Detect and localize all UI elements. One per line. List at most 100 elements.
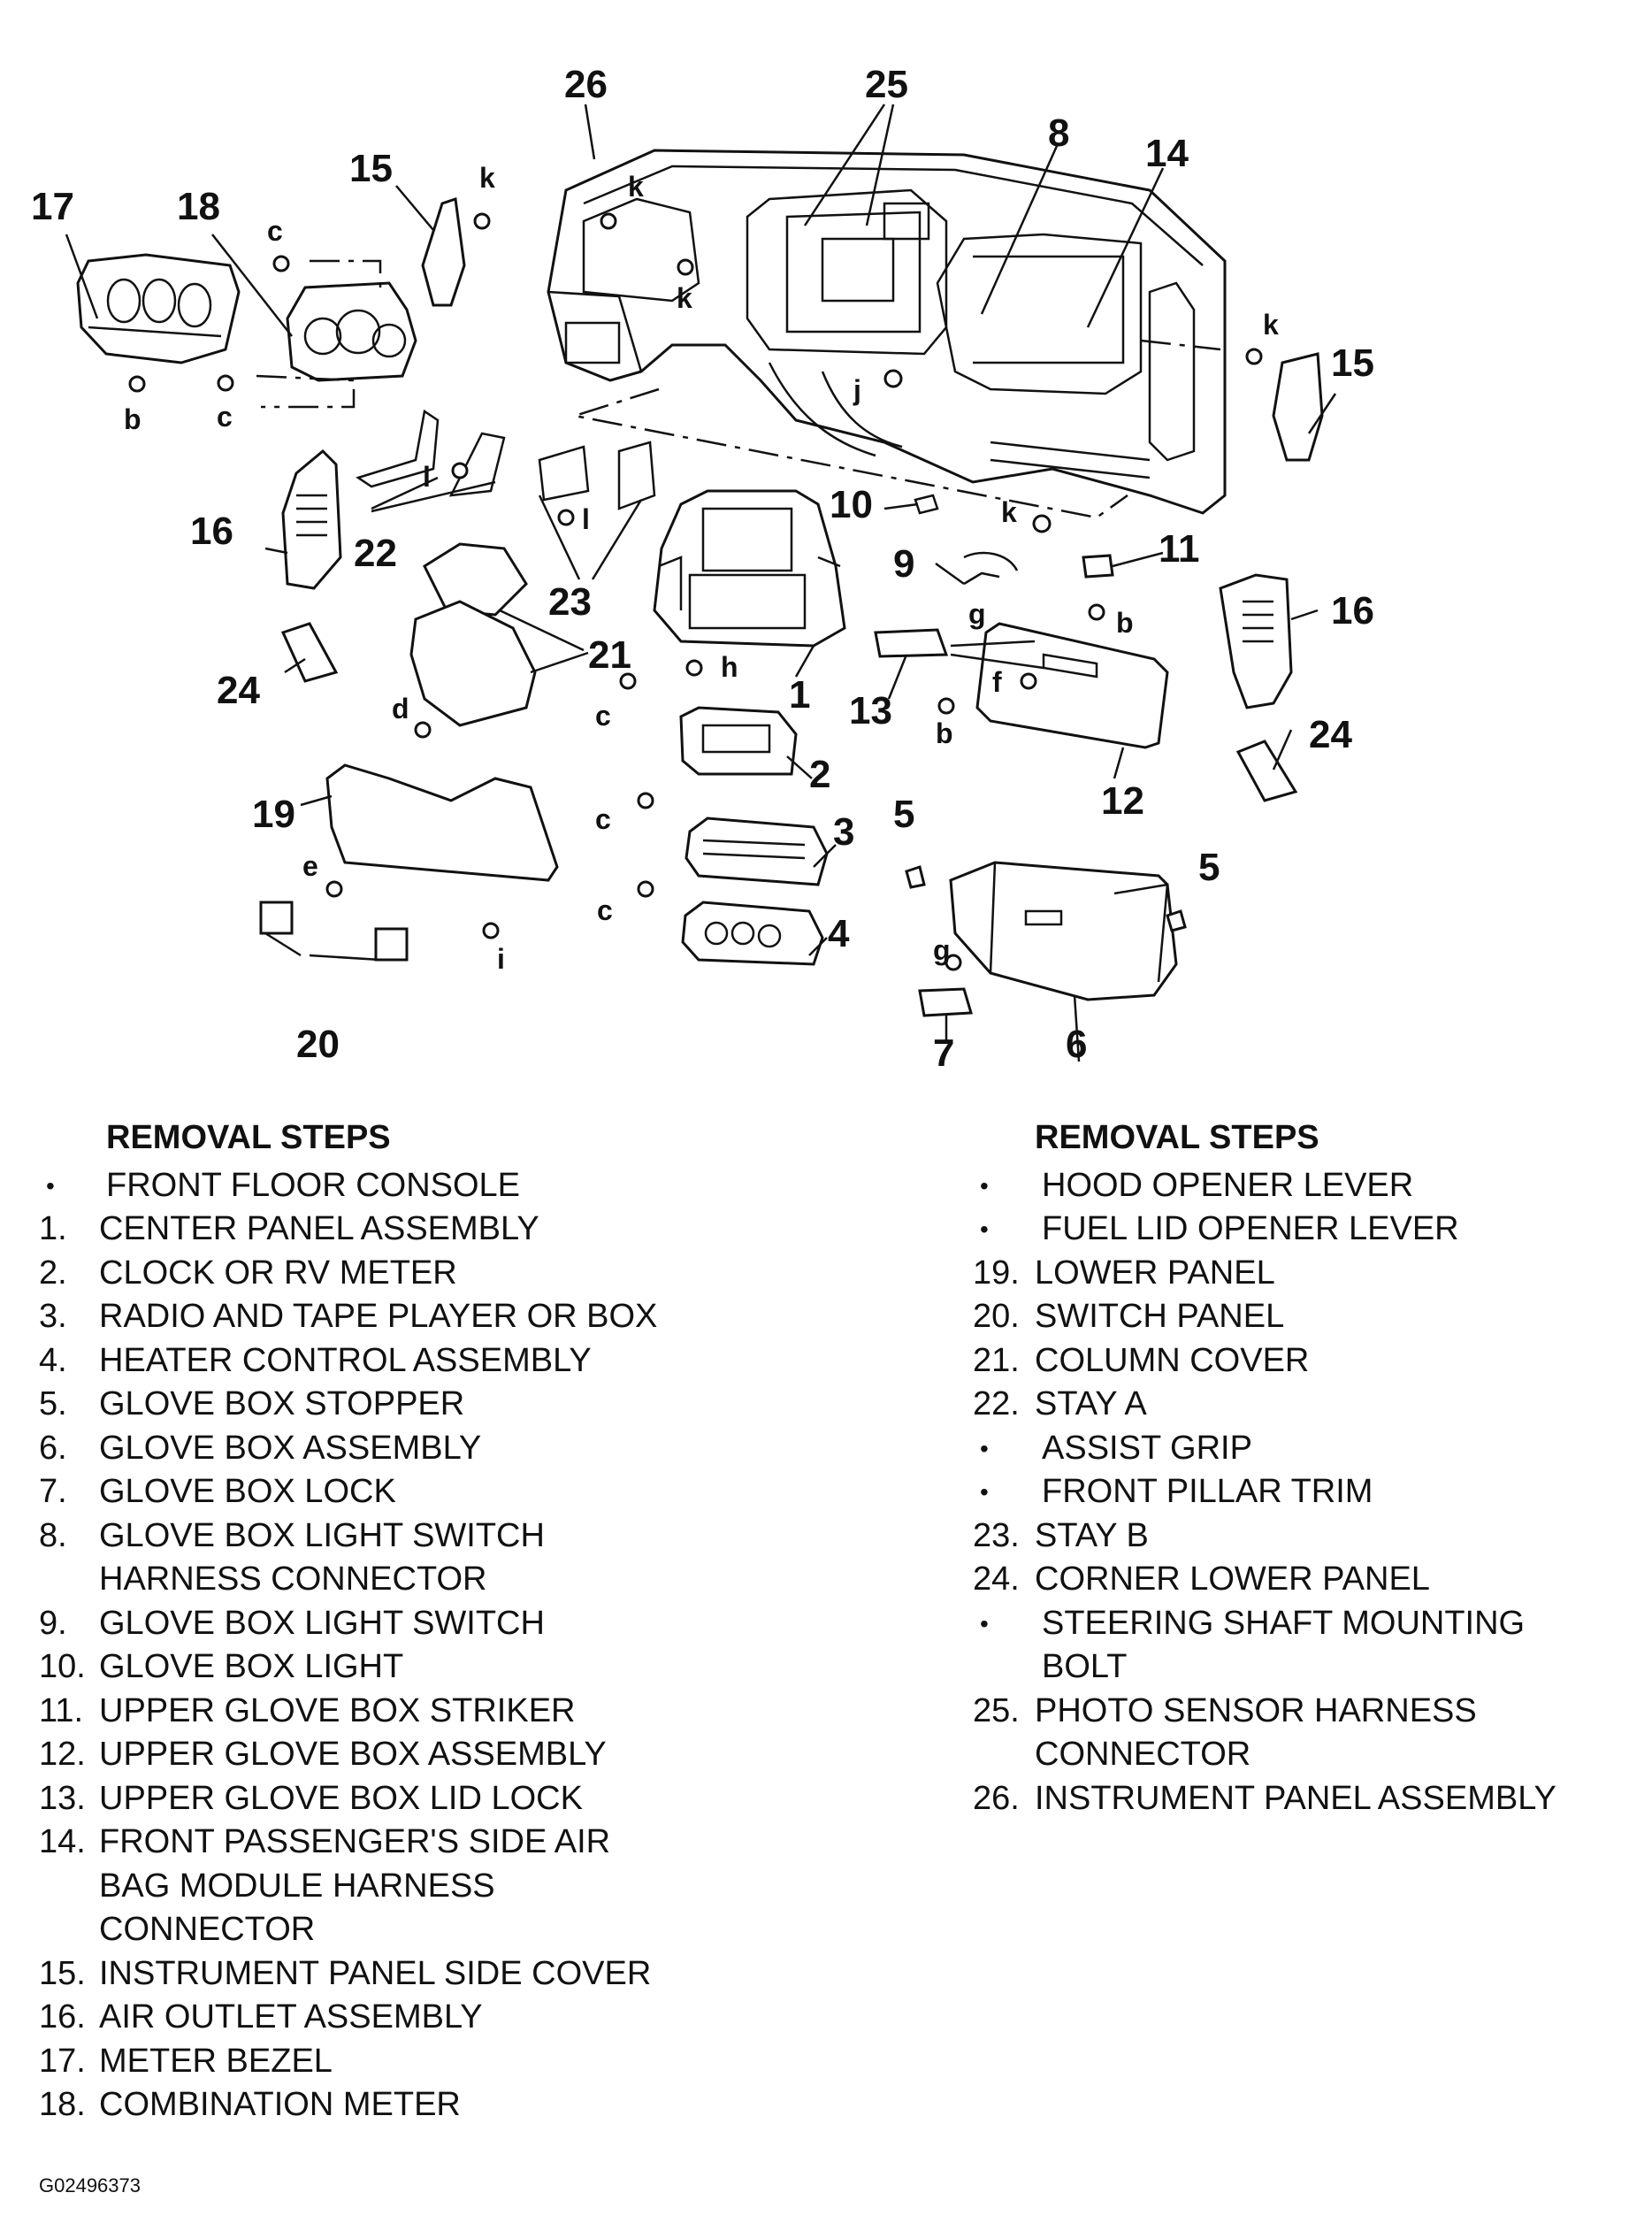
- step-marker: 16.: [39, 1998, 86, 2036]
- removal-step: 7.GLOVE BOX LOCK: [39, 1470, 764, 1514]
- removal-step: 24.CORNER LOWER PANEL: [973, 1558, 1645, 1602]
- step-marker: 15.: [39, 1954, 86, 1992]
- callout-3: 3: [833, 810, 854, 854]
- callout-c-4: c: [595, 803, 611, 835]
- step-text: INSTRUMENT PANEL ASSEMBLY: [1035, 1779, 1556, 1817]
- callout-d: d: [392, 693, 409, 724]
- column-cover-drawing: [409, 542, 537, 727]
- step-marker: 23.: [973, 1516, 1020, 1554]
- callout-8: 8: [1048, 111, 1069, 155]
- step-marker: 22.: [973, 1385, 1020, 1422]
- removal-steps-heading: REMOVAL STEPS: [106, 1119, 391, 1156]
- callout-i: i: [497, 943, 505, 975]
- callout-20: 20: [296, 1023, 340, 1066]
- callout-k-2: k: [628, 171, 644, 203]
- upper-glove-box-striker-drawing: [1082, 554, 1114, 579]
- side-cover-right-drawing: [1272, 352, 1324, 462]
- heater-control-drawing: [681, 901, 824, 966]
- step-marker: 26.: [973, 1779, 1020, 1817]
- step-text: CORNER LOWER PANEL: [1035, 1560, 1430, 1598]
- removal-step: 2.CLOCK OR RV METER: [39, 1252, 764, 1296]
- step-marker: •: [980, 1478, 989, 1506]
- removal-step: 15.INSTRUMENT PANEL SIDE COVER: [39, 1952, 764, 1997]
- removal-step: 5. GLOVE BOX STOPPER: [39, 1383, 764, 1427]
- step-marker: 20.: [973, 1298, 1020, 1335]
- removal-step: 10.GLOVE BOX LIGHT: [39, 1645, 764, 1690]
- step-marker: 10.: [39, 1648, 86, 1685]
- removal-step: 3.RADIO AND TAPE PLAYER OR BOX: [39, 1295, 764, 1339]
- callout-f: f: [992, 666, 1002, 698]
- step-text: GLOVE BOX ASSEMBLY: [99, 1429, 482, 1467]
- removal-step: 19.LOWER PANEL: [973, 1252, 1645, 1296]
- step-text: CENTER PANEL ASSEMBLY: [99, 1210, 539, 1247]
- removal-step: 14. FRONT PASSENGER'S SIDE AIR BAG MODULE…: [39, 1821, 764, 1952]
- callout-16-right: 16: [1331, 589, 1374, 632]
- step-text: GLOVE BOX LOCK: [99, 1473, 396, 1510]
- upper-glove-box-drawing: [975, 622, 1169, 749]
- callout-k-5: k: [1001, 496, 1017, 528]
- glove-box-assembly-drawing: [949, 861, 1178, 1001]
- glove-box-light-drawing: [914, 494, 939, 515]
- removal-step: 25.PHOTO SENSOR HARNESS CONNECTOR: [973, 1690, 1645, 1777]
- callout-g-2: g: [933, 934, 951, 966]
- callout-15-left: 15: [349, 147, 393, 190]
- corner-lower-panel-left-drawing: [280, 622, 339, 683]
- callout-13: 13: [849, 689, 892, 732]
- step-marker: 3.: [39, 1298, 67, 1335]
- callout-2: 2: [809, 753, 830, 796]
- callout-5-left: 5: [893, 793, 914, 836]
- step-marker: 5.: [39, 1385, 67, 1422]
- removal-steps-right: REMOVAL STEPS •HOOD OPENER LEVER•FUEL LI…: [973, 1116, 1645, 1821]
- removal-step: 21. COLUMN COVER: [973, 1339, 1645, 1384]
- callout-b-1: b: [124, 403, 141, 435]
- removal-step: 11. UPPER GLOVE BOX STRIKER: [39, 1690, 764, 1734]
- step-marker: •: [46, 1171, 55, 1200]
- step-text: FUEL LID OPENER LEVER: [1042, 1210, 1459, 1247]
- removal-step: 18.COMBINATION METER: [39, 2083, 764, 2128]
- removal-step: 16.AIR OUTLET ASSEMBLY: [39, 1996, 764, 2040]
- step-marker: 19.: [973, 1254, 1020, 1292]
- callout-1: 1: [789, 673, 810, 717]
- callout-b-3: b: [936, 717, 953, 749]
- callout-17: 17: [31, 185, 74, 228]
- glove-box-stopper-right-drawing: [1166, 909, 1187, 932]
- step-marker: •: [980, 1434, 989, 1462]
- callout-24-left: 24: [217, 669, 260, 712]
- step-marker: 11.: [39, 1691, 84, 1729]
- step-marker: 21.: [973, 1341, 1020, 1379]
- step-marker: 25.: [973, 1691, 1020, 1729]
- callout-c-3: c: [595, 700, 611, 732]
- callout-c-2: c: [217, 401, 233, 433]
- step-text: FRONT PASSENGER'S SIDE AIR BAG MODULE HA…: [99, 1823, 611, 1948]
- air-outlet-left-drawing: [281, 448, 342, 590]
- removal-step: •FUEL LID OPENER LEVER: [973, 1208, 1645, 1252]
- leader-lines: [65, 104, 1337, 1062]
- step-text: UPPER GLOVE BOX ASSEMBLY: [99, 1736, 607, 1773]
- callout-24-right: 24: [1309, 713, 1352, 756]
- stay-a-drawing: [356, 409, 506, 497]
- callout-19: 19: [252, 793, 295, 836]
- step-text: GLOVE BOX LIGHT SWITCH: [99, 1604, 545, 1642]
- step-text: UPPER GLOVE BOX STRIKER: [99, 1691, 576, 1729]
- callout-23: 23: [548, 580, 592, 624]
- callout-25: 25: [865, 63, 908, 106]
- callout-12: 12: [1101, 779, 1144, 823]
- step-text: HOOD OPENER LEVER: [1042, 1166, 1414, 1204]
- callout-18: 18: [177, 185, 220, 228]
- removal-step: 8.GLOVE BOX LIGHT SWITCH HARNESS CONNECT…: [39, 1514, 764, 1602]
- step-marker: 14.: [39, 1823, 86, 1860]
- step-text: COLUMN COVER: [1035, 1341, 1310, 1379]
- glove-box-stopper-left-drawing: [905, 865, 926, 889]
- step-text: GLOVE BOX STOPPER: [99, 1385, 465, 1422]
- step-marker: 8.: [39, 1516, 67, 1554]
- callout-6: 6: [1066, 1023, 1087, 1066]
- removal-step: • FRONT PILLAR TRIM: [973, 1470, 1645, 1514]
- step-text: STEERING SHAFT MOUNTING BOLT: [1042, 1604, 1526, 1686]
- removal-step: 9.GLOVE BOX LIGHT SWITCH: [39, 1602, 764, 1646]
- callout-l-1: l: [423, 461, 431, 493]
- callout-letters: b b b c c c c c d e f g g h i j k k k k …: [124, 162, 1279, 975]
- step-marker: 17.: [39, 2042, 86, 2080]
- step-text: FRONT PILLAR TRIM: [1042, 1473, 1373, 1510]
- step-text: STAY A: [1035, 1385, 1147, 1422]
- callout-9: 9: [893, 542, 914, 586]
